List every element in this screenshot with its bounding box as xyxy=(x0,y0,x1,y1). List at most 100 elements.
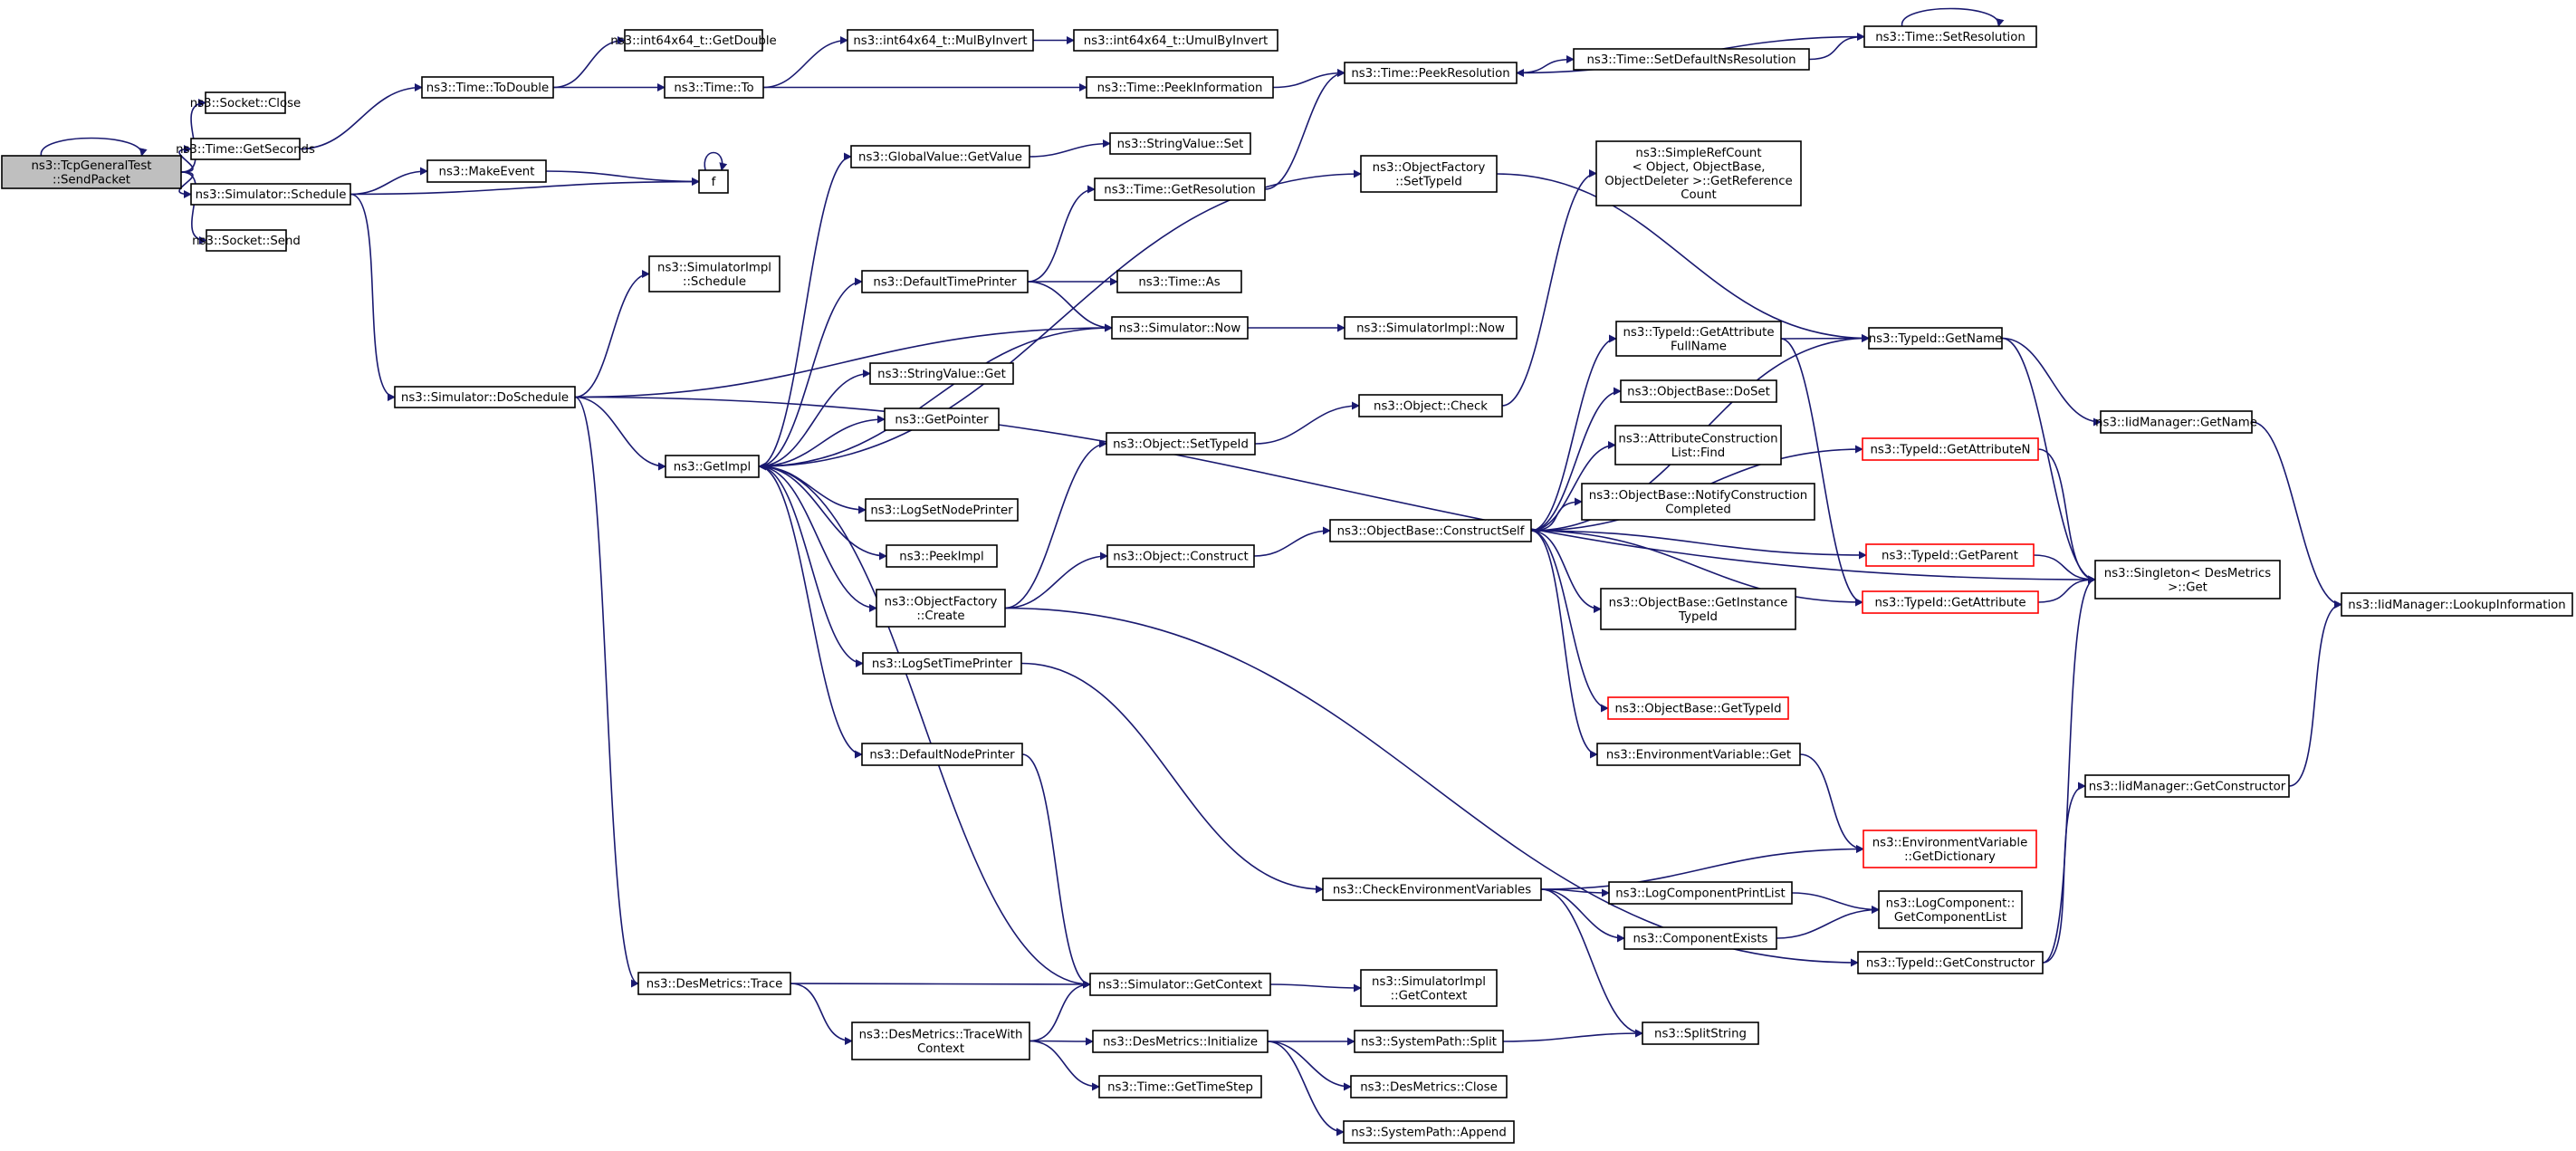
node-sim-doschedule[interactable]: ns3::Simulator::DoSchedule xyxy=(394,386,576,408)
node-objectfactory-create[interactable]: ns3::ObjectFactory::Create xyxy=(876,589,1006,628)
node-box xyxy=(1094,177,1266,201)
edge-path xyxy=(1780,334,1870,343)
node-objectbase-gettypeid[interactable]: ns3::ObjectBase::GetTypeId xyxy=(1607,696,1789,720)
node-defaultnodeprinter[interactable]: ns3::DefaultNodePrinter xyxy=(861,743,1023,766)
node-time-setdefaultns[interactable]: ns3::Time::SetDefaultNsResolution xyxy=(1573,48,1810,71)
node-label: ns3::DesMetrics::Trace xyxy=(646,978,783,992)
node-box xyxy=(862,652,1022,675)
node-box xyxy=(637,972,791,995)
call-edge-desmetrics_initialize-to-desmetrics_close xyxy=(1267,1041,1352,1091)
node-systempath-append[interactable]: ns3::SystemPath::Append xyxy=(1343,1120,1515,1144)
node-globalvalue-getvalue[interactable]: ns3::GlobalValue::GetValue xyxy=(850,145,1030,168)
node-envvar-getdictionary[interactable]: ns3::EnvironmentVariable::GetDictionary xyxy=(1863,830,2037,868)
node-logsetnodeprinter[interactable]: ns3::LogSetNodePrinter xyxy=(865,498,1019,522)
node-box xyxy=(1600,588,1796,630)
node-time-setresolution[interactable]: ns3::Time::SetResolution xyxy=(1863,25,2037,48)
node-box xyxy=(1344,316,1518,340)
node-getpointer[interactable]: ns3::GetPointer xyxy=(884,408,1000,431)
edge-path xyxy=(1269,983,1362,993)
call-edge-objectbase_constructself-to-envvar_get xyxy=(1530,530,1598,759)
node-simulatorimpl-schedule[interactable]: ns3::SimulatorImpl::Schedule xyxy=(648,255,780,293)
node-box xyxy=(1878,890,2023,929)
node-f[interactable]: f xyxy=(698,169,729,194)
node-iidmanager-lookupinformation[interactable]: ns3::IidManager::LookupInformation xyxy=(2341,592,2573,617)
node-typeid-getname[interactable]: ns3::TypeId::GetName xyxy=(1868,327,2003,350)
node-sim-now[interactable]: ns3::Simulator::Now xyxy=(1111,316,1249,340)
node-envvar-get[interactable]: ns3::EnvironmentVariable::Get xyxy=(1596,743,1801,766)
node-objectbase-constructself[interactable]: ns3::ObjectBase::ConstructSelf xyxy=(1329,519,1532,542)
node-int64-umulbyinvert[interactable]: ns3::int64x64_t::UmulByInvert xyxy=(1073,29,1278,52)
node-objectbase-notifyconstruction[interactable]: ns3::ObjectBase::NotifyConstructionCompl… xyxy=(1581,483,1815,521)
call-edge-checkenvvars-to-splitstring xyxy=(1540,888,1643,1038)
node-iidmanager-getconstructor[interactable]: ns3::IidManager::GetConstructor xyxy=(2084,774,2290,798)
edge-path xyxy=(758,152,852,467)
node-peekimpl[interactable]: ns3::PeekImpl xyxy=(886,544,998,568)
node-label: ns3::Socket::Close xyxy=(190,97,301,110)
node-logsettimeprinter[interactable]: ns3::LogSetTimePrinter xyxy=(862,652,1022,675)
node-object-settypeid[interactable]: ns3::Object::SetTypeId xyxy=(1106,432,1256,456)
node-label: ns3::LogSetNodePrinter xyxy=(870,504,1013,518)
call-edge-typeid_getattributefullname-to-typeid_getname xyxy=(1780,334,1870,343)
node-splitstring[interactable]: ns3::SplitString xyxy=(1642,1022,1759,1045)
node-object-check[interactable]: ns3::Object::Check xyxy=(1358,394,1503,417)
node-box xyxy=(2100,410,2253,434)
node-box xyxy=(648,255,780,293)
node-desmetrics-trace[interactable]: ns3::DesMetrics::Trace xyxy=(637,972,791,995)
node-typeid-getattribute[interactable]: ns3::TypeId::GetAttribute xyxy=(1862,590,2039,614)
node-objectfactory-settypeid[interactable]: ns3::ObjectFactory::SetTypeId xyxy=(1360,155,1498,193)
node-socket-close[interactable]: ns3::Socket::Close xyxy=(190,91,301,114)
node-time-getresolution[interactable]: ns3::Time::GetResolution xyxy=(1094,177,1266,201)
node-label: ns3::TcpGeneralTest xyxy=(32,159,152,173)
node-time-peekresolution[interactable]: ns3::Time::PeekResolution xyxy=(1344,62,1518,84)
node-time-todouble[interactable]: ns3::Time::ToDouble xyxy=(421,76,554,99)
node-simulatorimpl-getcontext[interactable]: ns3::SimulatorImpl::GetContext xyxy=(1360,969,1498,1007)
node-stringvalue-get[interactable]: ns3::StringValue::Get xyxy=(869,362,1014,385)
node-desmetrics-close[interactable]: ns3::DesMetrics::Close xyxy=(1350,1075,1508,1098)
node-time-getseconds[interactable]: ns3::Time::GetSeconds xyxy=(176,138,315,160)
node-int64-getdouble[interactable]: ns3::int64x64_t::GetDouble xyxy=(610,29,777,52)
node-sim-getcontext[interactable]: ns3::Simulator::GetContext xyxy=(1089,973,1271,996)
node-logcomponent-getcomponentlist[interactable]: ns3::LogComponent::GetComponentList xyxy=(1878,890,2023,929)
node-box xyxy=(1354,1030,1504,1053)
node-object-construct[interactable]: ns3::Object::Construct xyxy=(1106,544,1255,568)
node-simulatorimpl-now[interactable]: ns3::SimulatorImpl::Now xyxy=(1344,316,1518,340)
node-desmetrics-initialize[interactable]: ns3::DesMetrics::Initialize xyxy=(1092,1030,1269,1053)
node-stringvalue-set[interactable]: ns3::StringValue::Set xyxy=(1109,132,1251,155)
node-simplerefcount[interactable]: ns3::SimpleRefCount< Object, ObjectBase,… xyxy=(1595,140,1802,206)
node-defaulttimeprinter[interactable]: ns3::DefaultTimePrinter xyxy=(861,270,1029,293)
edge-path xyxy=(2251,421,2342,609)
node-time-peekinformation[interactable]: ns3::Time::PeekInformation xyxy=(1086,76,1274,99)
node-socket-send[interactable]: ns3::Socket::Send xyxy=(192,229,301,252)
node-makeevent[interactable]: ns3::MakeEvent xyxy=(426,159,547,183)
edge-path xyxy=(1901,7,2005,27)
node-typeid-getattributen[interactable]: ns3::TypeId::GetAttributeN xyxy=(1862,437,2039,461)
node-sim-schedule[interactable]: ns3::Simulator::Schedule xyxy=(190,183,351,206)
edge-path xyxy=(1267,1041,1352,1091)
node-time-gettimestep[interactable]: ns3::Time::GetTimeStep xyxy=(1098,1075,1262,1098)
node-label: ns3::Object::Construct xyxy=(1113,551,1248,564)
node-objectbase-doset[interactable]: ns3::ObjectBase::DoSet xyxy=(1620,379,1777,403)
node-componentexists[interactable]: ns3::ComponentExists xyxy=(1623,926,1777,950)
node-getimpl[interactable]: ns3::GetImpl xyxy=(665,455,760,478)
node-singleton-get[interactable]: ns3::Singleton< DesMetrics>::Get xyxy=(2094,560,2281,599)
edge-path xyxy=(1799,753,1864,853)
node-iidmanager-getname[interactable]: ns3::IidManager::GetName xyxy=(2095,410,2257,434)
edge-path xyxy=(1029,1040,1100,1091)
node-typeid-getconstructor[interactable]: ns3::TypeId::GetConstructor xyxy=(1857,951,2044,974)
node-label: ns3::TypeId::GetConstructor xyxy=(1866,957,2035,971)
node-typeid-getparent[interactable]: ns3::TypeId::GetParent xyxy=(1865,543,2035,567)
node-int64-mulbyinvert[interactable]: ns3::int64x64_t::MulByInvert xyxy=(847,29,1034,52)
node-time-to[interactable]: ns3::Time::To xyxy=(664,76,764,99)
node-systempath-split[interactable]: ns3::SystemPath::Split xyxy=(1354,1030,1504,1053)
node-time-as[interactable]: ns3::Time::As xyxy=(1116,270,1242,293)
node-box xyxy=(1642,1022,1759,1045)
node-checkenvvars[interactable]: ns3::CheckEnvironmentVariables xyxy=(1322,878,1542,901)
node-logcomponentprintlist[interactable]: ns3::LogComponentPrintList xyxy=(1608,881,1793,905)
node-sendpacket[interactable]: ns3::TcpGeneralTest::SendPacket xyxy=(1,155,182,189)
edge-path xyxy=(2037,575,2096,603)
